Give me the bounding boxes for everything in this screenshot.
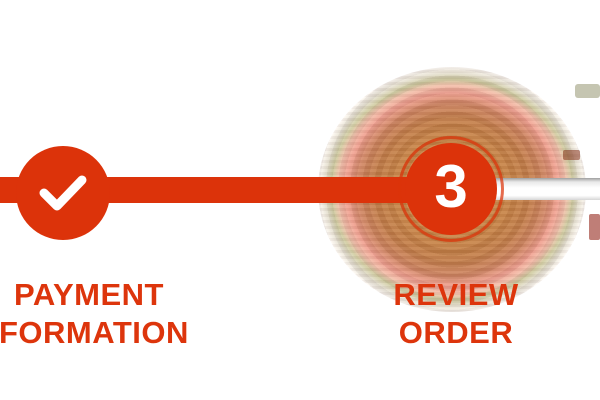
step-label-payment-information: PAYMENT FORMATION	[0, 276, 189, 352]
step-label-line: PAYMENT	[14, 277, 164, 312]
compression-artifact	[589, 214, 600, 240]
current-step-ring	[398, 136, 504, 242]
check-icon	[39, 175, 87, 211]
step-circle-payment-information[interactable]	[16, 146, 110, 240]
step-label-line: FORMATION	[0, 315, 189, 350]
compression-artifact	[563, 150, 580, 160]
compression-artifact	[575, 84, 600, 98]
step-circle-review-order[interactable]: 3	[405, 143, 497, 235]
step-label-line: ORDER	[398, 315, 514, 350]
step-label-review-order: REVIEW ORDER	[336, 276, 576, 352]
step-label-line: REVIEW	[393, 277, 519, 312]
step-number: 3	[434, 153, 468, 220]
